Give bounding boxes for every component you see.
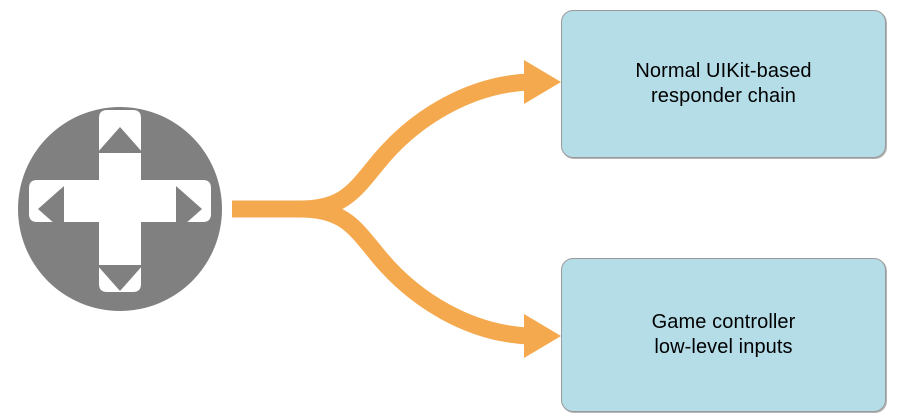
dpad-cross-plate [29,110,211,292]
node-responder-chain[interactable]: Normal UIKit-based responder chain [561,10,886,158]
arrowhead-lower [524,314,561,358]
node-game-controller[interactable]: Game controller low-level inputs [561,258,886,412]
dpad-up-arrow-icon[interactable] [97,127,143,153]
node-game-controller-label: Game controller low-level inputs [651,311,796,358]
dpad-down-arrow-icon[interactable] [97,265,143,291]
node-responder-chain-label: Normal UIKit-based responder chain [635,60,812,107]
dpad-icon[interactable] [18,107,222,311]
dpad-right-arrow-icon[interactable] [176,186,202,232]
arrowhead-upper [524,60,561,104]
connector-branch-upper [232,73,531,218]
forked-arrow-connector [232,60,561,358]
dpad-left-arrow-icon[interactable] [38,186,64,232]
connector-branch-lower [232,200,531,345]
